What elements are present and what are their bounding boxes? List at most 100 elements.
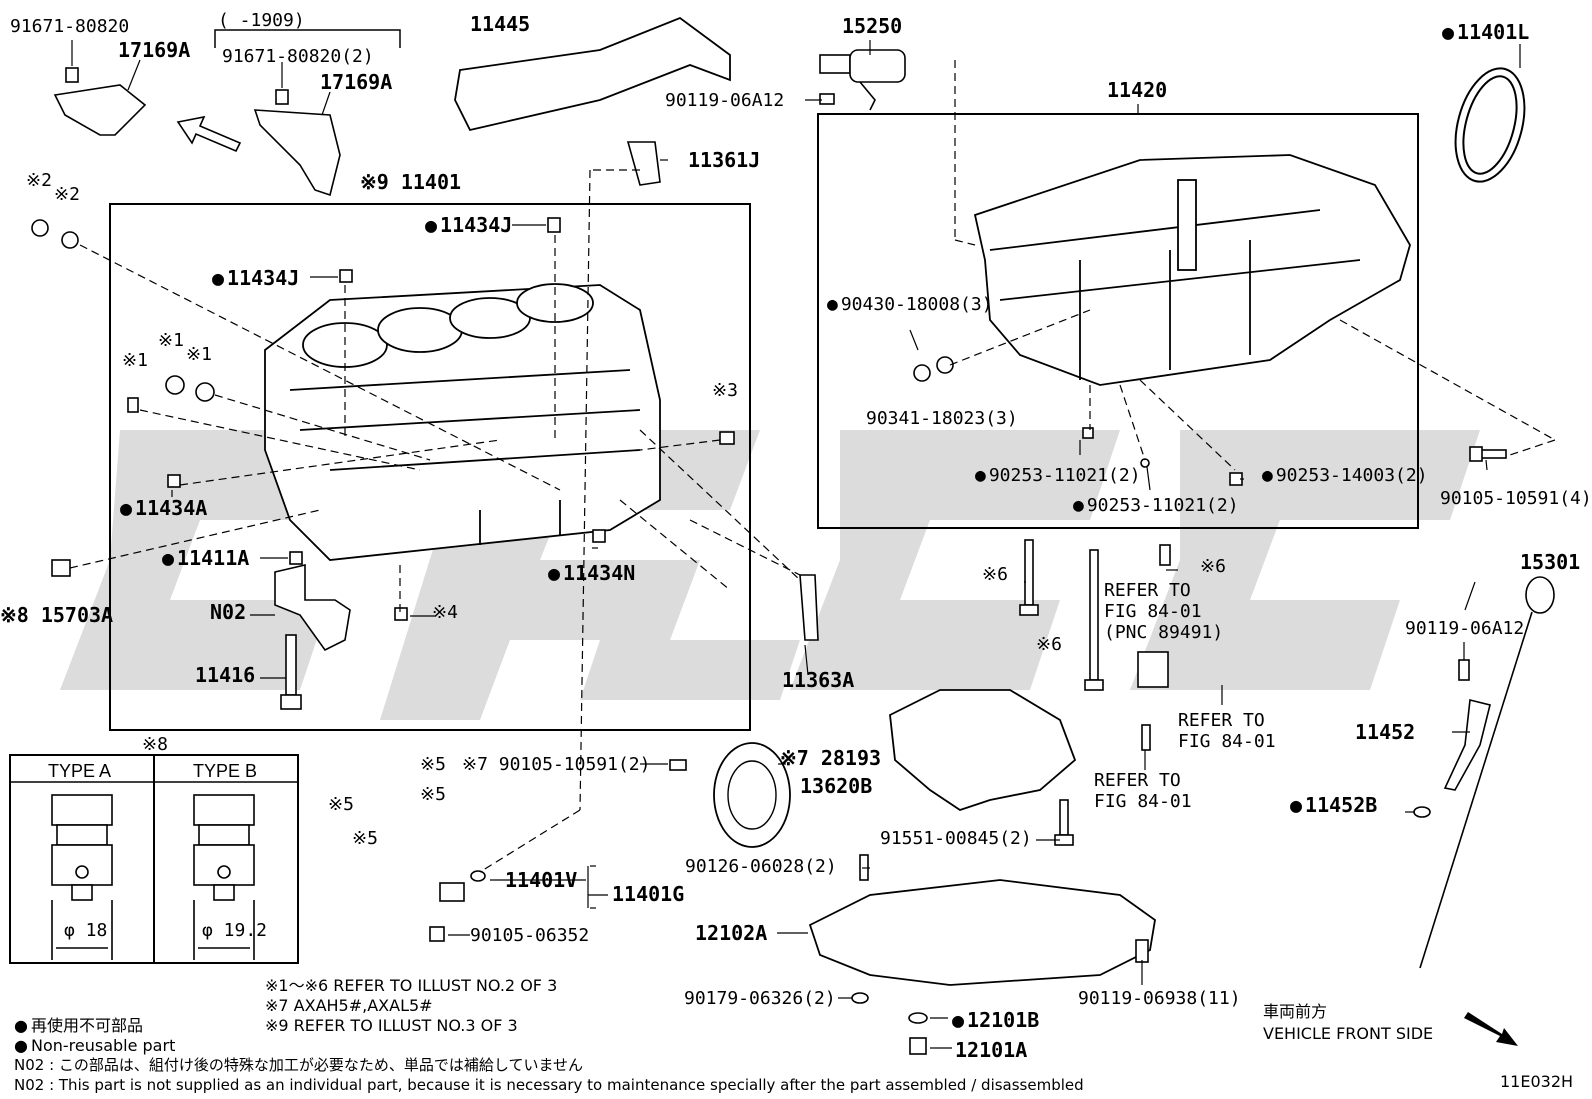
label-mark5a: ※5 <box>420 754 446 775</box>
label-90179: 90179-06326(2) <box>684 988 836 1009</box>
label-mark1c: ※1 <box>186 344 212 365</box>
label-phi18: φ 18 <box>64 920 108 941</box>
label-mark6b: ※6 <box>1200 556 1226 577</box>
label-91671-a: 91671-80820 <box>10 16 130 37</box>
label-refer-1c: (PNC 89491) <box>1104 622 1224 643</box>
label-mark3: ※3 <box>712 380 738 401</box>
label-12102a: 12102A <box>695 921 768 945</box>
label-11361j: 11361J <box>688 148 761 172</box>
plug-11361j <box>626 141 661 186</box>
label-refer-1b: FIG 84-01 <box>1104 601 1202 622</box>
crankcase-frame <box>817 113 1419 529</box>
bracket-left <box>53 84 147 136</box>
label-mark2a: ※2 <box>26 170 52 191</box>
label-11434j-1: 11434J <box>425 215 512 235</box>
gasket-28193 <box>713 742 791 848</box>
label-11434a: 11434A <box>120 498 207 518</box>
label-11434n: 11434N <box>548 563 635 583</box>
label-90105-a: 90105-10591(4) <box>1440 488 1592 509</box>
label-range: ( -1909) <box>218 10 305 31</box>
label-mark4: ※4 <box>432 602 458 623</box>
oil-pump-13620b <box>889 689 1077 811</box>
cylinder-block-drawing <box>264 283 661 561</box>
hose-11363a <box>799 574 819 641</box>
plug-types <box>51 794 255 901</box>
label-90105-c: 90105-06352 <box>470 925 590 946</box>
label-90253-b: 90253-14003(2) <box>1262 467 1428 485</box>
label-90253-a: 90253-11021(2) <box>975 467 1141 485</box>
label-mark1b: ※1 <box>158 330 184 351</box>
label-mark8: ※8 <box>142 734 168 755</box>
label-mark6c: ※6 <box>1036 634 1062 655</box>
note-front-en: VEHICLE FRONT SIDE <box>1263 1024 1434 1043</box>
label-11411a: 11411A <box>162 548 249 568</box>
label-11416: 11416 <box>195 663 256 687</box>
label-11401v: 11401V <box>505 868 578 892</box>
note-nonreuse-jp: 再使用不可部品 <box>14 1018 143 1034</box>
label-15703a: ※8 15703A <box>0 603 114 627</box>
note-n02-en: N02 : This part is not supplied as an in… <box>14 1076 1084 1094</box>
label-90119-c: 90119-06938(11) <box>1078 988 1241 1009</box>
label-11363a: 11363A <box>782 668 855 692</box>
label-mark1a: ※1 <box>122 350 148 371</box>
cover-11445 <box>454 16 731 132</box>
label-28193: ※7 28193 <box>780 746 882 770</box>
note-refer-illust2: ※1～※6 REFER TO ILLUST NO.2 OF 3 <box>265 976 558 995</box>
crankcase-drawing <box>973 154 1411 386</box>
label-17169a-a: 17169A <box>118 38 191 62</box>
label-15301: 15301 <box>1520 550 1581 574</box>
dipstick-guide <box>1443 699 1491 791</box>
label-90119-a: 90119-06A12 <box>665 90 785 111</box>
label-refer-3b: FIG 84-01 <box>1094 791 1192 812</box>
arrow-icon <box>176 115 242 153</box>
oil-control-valve <box>819 49 906 111</box>
oil-pan-12102a <box>808 879 1156 986</box>
label-n02: N02 <box>210 600 247 624</box>
bracket-right <box>253 109 341 197</box>
label-mark5d: ※5 <box>352 828 378 849</box>
label-90341: 90341-18023(3) <box>866 408 1018 429</box>
bearing-cap-n02 <box>274 563 351 652</box>
label-refer-2b: FIG 84-01 <box>1178 731 1276 752</box>
label-91551: 91551-00845(2) <box>880 828 1032 849</box>
label-refer-2: REFER TO <box>1178 710 1265 731</box>
label-11452: 11452 <box>1355 720 1416 744</box>
label-90253-c: 90253-11021(2) <box>1073 497 1239 515</box>
label-mark5c: ※5 <box>328 794 354 815</box>
label-type-b: TYPE B <box>193 761 258 781</box>
label-refer-3: REFER TO <box>1094 770 1181 791</box>
label-11420: 11420 <box>1107 78 1168 102</box>
label-11401: ※9 11401 <box>360 170 462 194</box>
label-11452b: 11452B <box>1290 795 1377 815</box>
label-11401g: 11401G <box>612 882 685 906</box>
note-nonreuse-en: Non-reusable part <box>14 1038 175 1054</box>
label-mark5b: ※5 <box>420 784 446 805</box>
label-11434j-2: 11434J <box>212 268 299 288</box>
note-refer-illust3: ※9 REFER TO ILLUST NO.3 OF 3 <box>265 1016 518 1035</box>
label-90105-b: ※7 90105-10591(2) <box>462 754 651 775</box>
label-12101a: 12101A <box>955 1038 1028 1062</box>
oil-seal-ring <box>1454 67 1526 183</box>
note-n02-jp: N02 : この部品は、組付け後の特殊な加工が必要なため、単品では補給していませ… <box>14 1056 584 1074</box>
label-phi19: φ 19.2 <box>202 920 268 941</box>
label-17169a-b: 17169A <box>320 70 393 94</box>
label-11445: 11445 <box>470 12 531 36</box>
small-parts <box>31 67 1507 1055</box>
note-axah: ※7 AXAH5#,AXAL5# <box>265 996 433 1015</box>
dashed-lines <box>69 60 1556 873</box>
dipstick-15301 <box>1419 576 1555 969</box>
label-12101b: 12101B <box>952 1010 1039 1030</box>
label-90119-b: 90119-06A12 <box>1405 618 1525 639</box>
label-13620b: 13620B <box>800 774 873 798</box>
label-11401l: 11401L <box>1442 22 1529 42</box>
front-arrow-icon <box>1464 1012 1518 1046</box>
label-type-a: TYPE A <box>48 761 112 781</box>
bolt-11416 <box>280 634 302 710</box>
note-code: 11E032H <box>1500 1072 1574 1091</box>
label-91671-b: 91671-80820(2) <box>222 46 374 67</box>
label-90126: 90126-06028(2) <box>685 856 837 877</box>
label-refer-1: REFER TO <box>1104 580 1191 601</box>
label-mark2b: ※2 <box>54 184 80 205</box>
label-mark6a: ※6 <box>982 564 1008 585</box>
label-90430: 90430-18008(3) <box>827 296 993 314</box>
